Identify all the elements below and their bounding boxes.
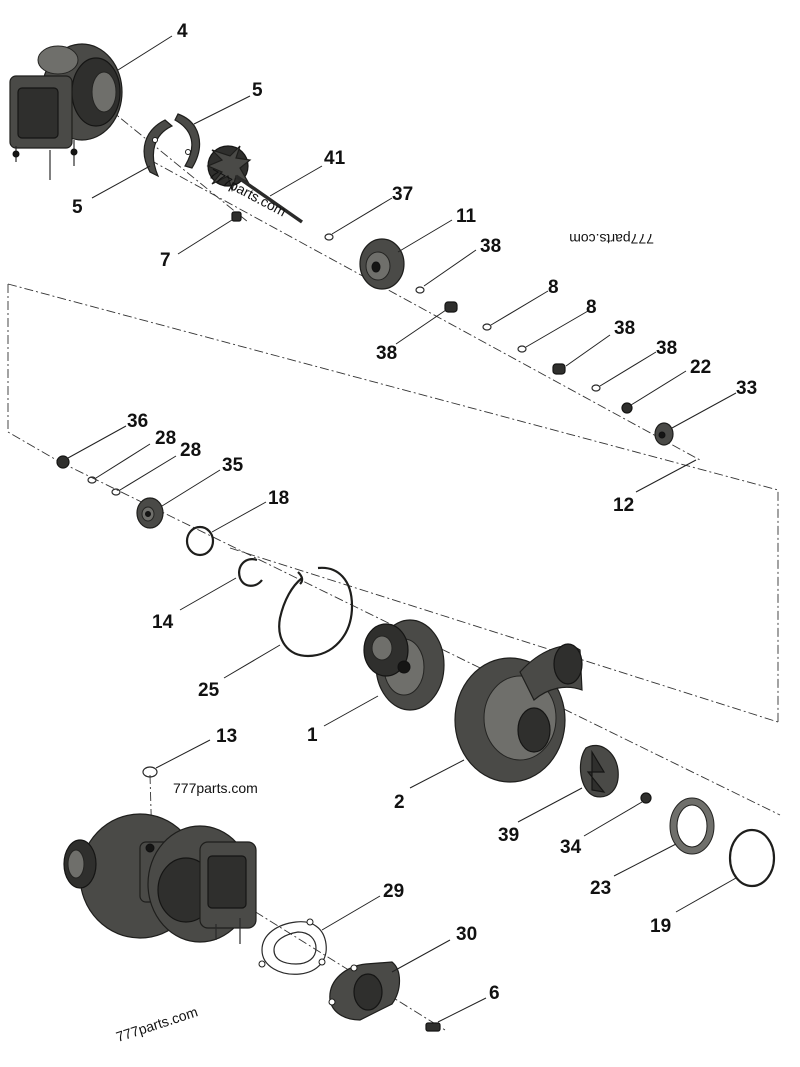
callout-38: 38: [656, 338, 677, 359]
gasket-part-29: [258, 918, 327, 975]
callout-19: 19: [650, 916, 671, 937]
callout-28: 28: [155, 428, 176, 449]
lock-nut-part-34: [640, 792, 652, 804]
callout-23: 23: [590, 878, 611, 899]
callout-30: 30: [456, 924, 477, 945]
watermark-text: 777parts.com: [114, 1003, 200, 1044]
o-ring-part-37: [324, 233, 334, 241]
leader-lines: [67, 35, 737, 1023]
thrust-bearing-part-35: [136, 497, 164, 529]
bearing-parts-8: [444, 301, 566, 375]
callout-18: 18: [268, 488, 289, 509]
seal-plate-part-11: [359, 238, 405, 290]
o-ring-part-19: [728, 828, 776, 888]
callout-38: 8: [586, 297, 597, 318]
turbine-housing-part: [9, 43, 123, 180]
bolt-part-6: [425, 1022, 441, 1032]
callout-29: 29: [383, 881, 404, 902]
callout-22: 22: [690, 357, 711, 378]
callout-28: 28: [180, 440, 201, 461]
compressor-housing-part: [454, 643, 583, 783]
bolt-part-7: [231, 211, 242, 222]
nut-part-36: [56, 455, 70, 469]
o-ring-part-18: [185, 525, 215, 557]
callout-33: 33: [736, 378, 757, 399]
callout-7: 7: [160, 250, 171, 271]
callout-11: 11: [456, 206, 477, 227]
spacer-part-22: [621, 402, 633, 414]
callout-35: 35: [222, 455, 244, 476]
callout-39: 39: [498, 825, 519, 846]
turbine-wheel-shaft-part: [206, 145, 304, 224]
callout-38: 38: [480, 236, 501, 257]
callout-5: 5: [72, 197, 83, 218]
callout-34: 34: [560, 837, 582, 858]
ring-parts-28: [87, 476, 121, 496]
watermark-text: 777parts.com: [569, 231, 654, 247]
thrust-collar-part-33: [654, 422, 674, 446]
clamp-halves-part: [143, 113, 201, 178]
callout-37: 37: [392, 184, 413, 205]
callout-6: 6: [489, 983, 500, 1004]
callout-12: 12: [613, 495, 634, 516]
callout-1: 1: [307, 725, 318, 746]
callout-5: 5: [252, 80, 263, 101]
callout-38: 8: [548, 277, 559, 298]
compressor-wheel-part: [579, 744, 619, 798]
seal-ring-part-23: [669, 797, 715, 855]
callout-2: 2: [394, 792, 405, 813]
callout-13: 13: [216, 726, 237, 747]
callout-8: 38: [376, 343, 397, 364]
turbocharger-assembly-part: [63, 813, 257, 944]
callout-labels: 4 5 5 41 7 37 11 38 38 8 38 8 38 22 33 1…: [72, 21, 757, 1004]
center-housing-part: [363, 619, 445, 711]
callout-36: 36: [127, 411, 148, 432]
callout-14: 14: [152, 612, 174, 633]
callout-25: 25: [198, 680, 220, 701]
watermark-text: 777parts.com: [173, 780, 258, 796]
retaining-ring-part-25: [278, 566, 354, 658]
callout-4: 4: [177, 21, 188, 42]
callout-41: 41: [324, 148, 346, 169]
outlet-flange-part-30: [328, 961, 401, 1021]
ring-parts-38: [415, 286, 601, 392]
callout-8: 38: [614, 318, 635, 339]
o-ring-part-13: [142, 766, 158, 778]
snap-ring-part-14: [238, 558, 263, 587]
